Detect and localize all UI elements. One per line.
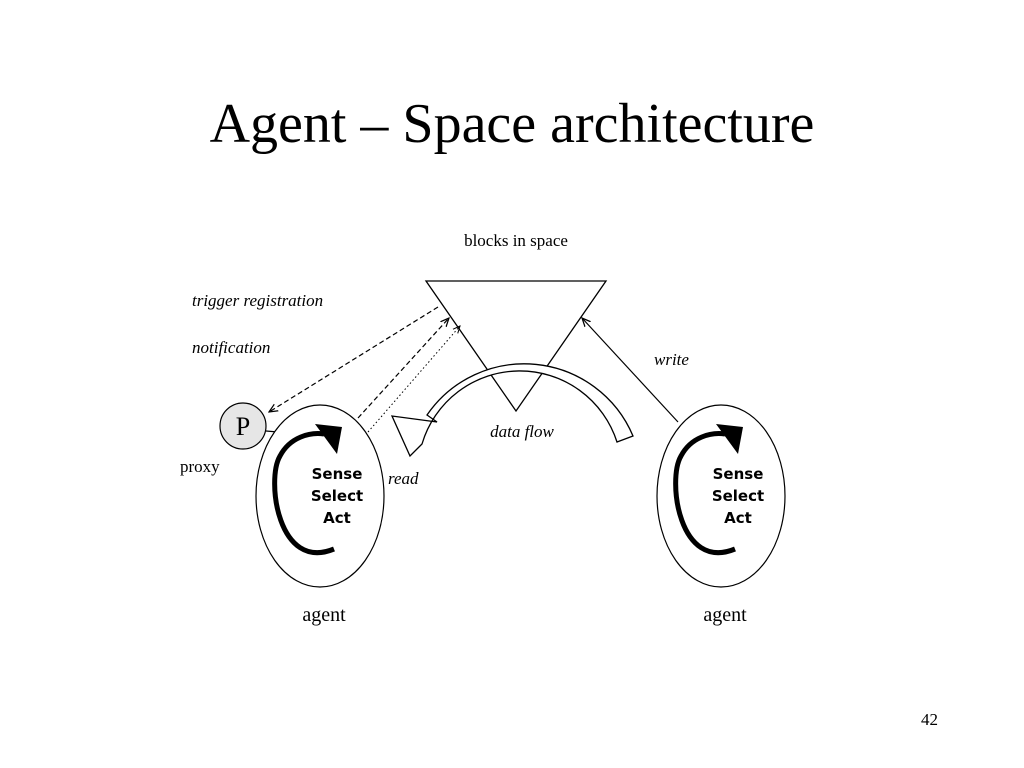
cycle-arrow-head-icon: [716, 424, 743, 454]
cycle-arrow-icon: [673, 431, 736, 555]
write-label: write: [654, 350, 689, 369]
cycle-sense: Sense: [713, 465, 764, 483]
space-triangle: [424, 280, 608, 413]
agent-left-ellipse: [255, 404, 385, 588]
agent-left: Sense Select Act agent: [255, 404, 385, 626]
agent-right-label: agent: [703, 604, 747, 626]
cycle-arrow-icon: [272, 431, 335, 555]
read-arrow: [367, 326, 460, 433]
write-arrow: [582, 318, 679, 423]
cycle-act: Act: [724, 509, 752, 527]
data-flow-label: data flow: [490, 422, 554, 441]
proxy-letter: P: [236, 412, 250, 441]
cycle-arrow-head-icon: [315, 424, 342, 454]
proxy-label: proxy: [180, 457, 220, 476]
agent-right-ellipse: [656, 404, 786, 588]
page-number: 42: [921, 710, 938, 729]
trigger-registration-label: trigger registration: [192, 291, 323, 310]
cycle-select: Select: [311, 487, 363, 505]
agent-right: Sense Select Act agent: [656, 404, 786, 626]
cycle-act: Act: [323, 509, 351, 527]
trigger-registration-arrow: [357, 318, 449, 419]
read-label: read: [388, 469, 419, 488]
blocks-in-space-label: blocks in space: [464, 231, 568, 250]
agent-left-label: agent: [302, 604, 346, 626]
proxy-node: [219, 402, 267, 450]
slide-title: Agent – Space architecture: [209, 93, 815, 155]
cycle-sense: Sense: [312, 465, 363, 483]
notification-label: notification: [192, 338, 270, 357]
data-flow-arrow: [390, 363, 634, 458]
cycle-select: Select: [712, 487, 764, 505]
notification-arrow: [269, 306, 439, 412]
